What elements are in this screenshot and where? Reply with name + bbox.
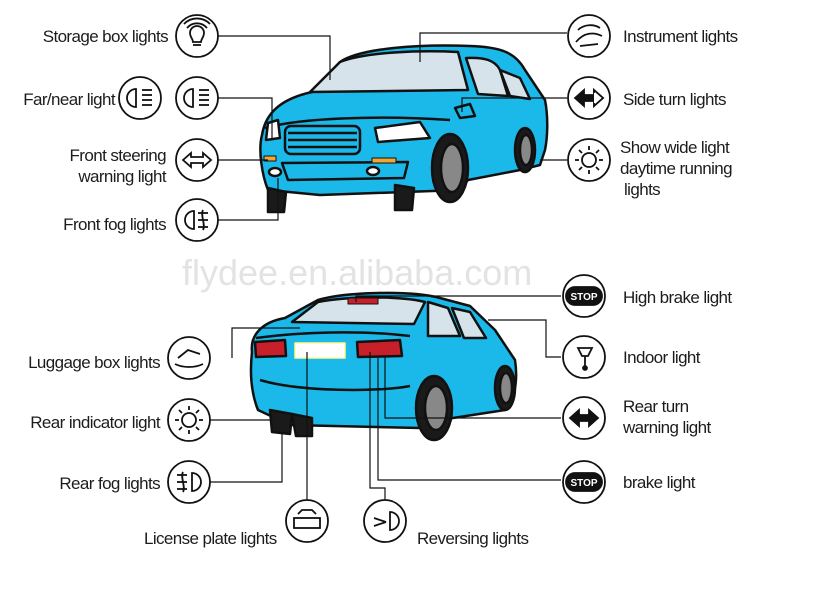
low-beam-icon bbox=[118, 76, 162, 120]
label-front-fog-lights: Front fog lights bbox=[63, 215, 166, 234]
reversing-icon bbox=[363, 499, 407, 543]
label-license-plate-lights: License plate lights bbox=[144, 529, 277, 548]
front-fog-icon bbox=[175, 198, 219, 242]
label-indoor-light: Indoor light bbox=[623, 348, 701, 367]
trunk-light-icon bbox=[167, 336, 211, 380]
label-high-brake-light: High brake light bbox=[623, 288, 732, 307]
rear-fog-icon bbox=[167, 460, 211, 504]
label-reversing-lights: Reversing lights bbox=[417, 529, 529, 548]
label-rear-indicator-light: Rear indicator light bbox=[30, 413, 160, 432]
label-instrument-lights: Instrument lights bbox=[623, 27, 738, 46]
label-show-wide-line2: daytime running bbox=[620, 159, 733, 178]
label-rear-turn-warning: Rear turn warning light bbox=[623, 396, 711, 438]
high-brake-stop-icon bbox=[562, 274, 606, 318]
label-rear-turn-line1: Rear turn bbox=[623, 397, 689, 416]
label-luggage-box-lights: Luggage box lights bbox=[28, 353, 161, 372]
label-far-near-light: Far/near light bbox=[23, 90, 115, 109]
label-rear-turn-line2: warning light bbox=[623, 418, 711, 437]
label-front-steering-line1: Front steering bbox=[69, 146, 167, 165]
label-rear-fog-lights: Rear fog lights bbox=[59, 474, 160, 493]
label-brake-light: brake light bbox=[623, 473, 695, 492]
instrument-icon bbox=[567, 14, 611, 58]
stop-badge-text-1: STOP bbox=[570, 292, 597, 303]
daytime-running-icon bbox=[567, 138, 611, 182]
label-side-turn-lights: Side turn lights bbox=[623, 90, 726, 109]
label-show-wide-line3: lights bbox=[624, 180, 661, 199]
label-front-steering-line2: warning light bbox=[78, 167, 166, 186]
license-plate-icon bbox=[285, 499, 329, 543]
watermark: flydee.en.alibaba.com bbox=[182, 252, 533, 293]
side-turn-icon bbox=[567, 76, 611, 120]
label-front-steering-warning: Front steering warning light bbox=[69, 145, 167, 187]
bulb-icon bbox=[175, 14, 219, 58]
rear-indicator-icon bbox=[167, 398, 211, 442]
indoor-light-icon bbox=[562, 335, 606, 379]
label-show-wide-line1: Show wide light bbox=[620, 138, 730, 157]
high-beam-icon bbox=[175, 76, 219, 120]
rear-car bbox=[249, 291, 518, 442]
stop-badge-text-2: STOP bbox=[570, 478, 597, 489]
turn-signal-outline-icon bbox=[175, 138, 219, 182]
label-storage-box-lights: Storage box lights bbox=[42, 27, 169, 46]
rear-turn-icon bbox=[562, 396, 606, 440]
label-show-wide-light: Show wide light daytime running lights bbox=[620, 137, 733, 200]
front-car bbox=[259, 44, 549, 214]
brake-stop-icon bbox=[562, 460, 606, 504]
connector-lines bbox=[210, 32, 567, 500]
